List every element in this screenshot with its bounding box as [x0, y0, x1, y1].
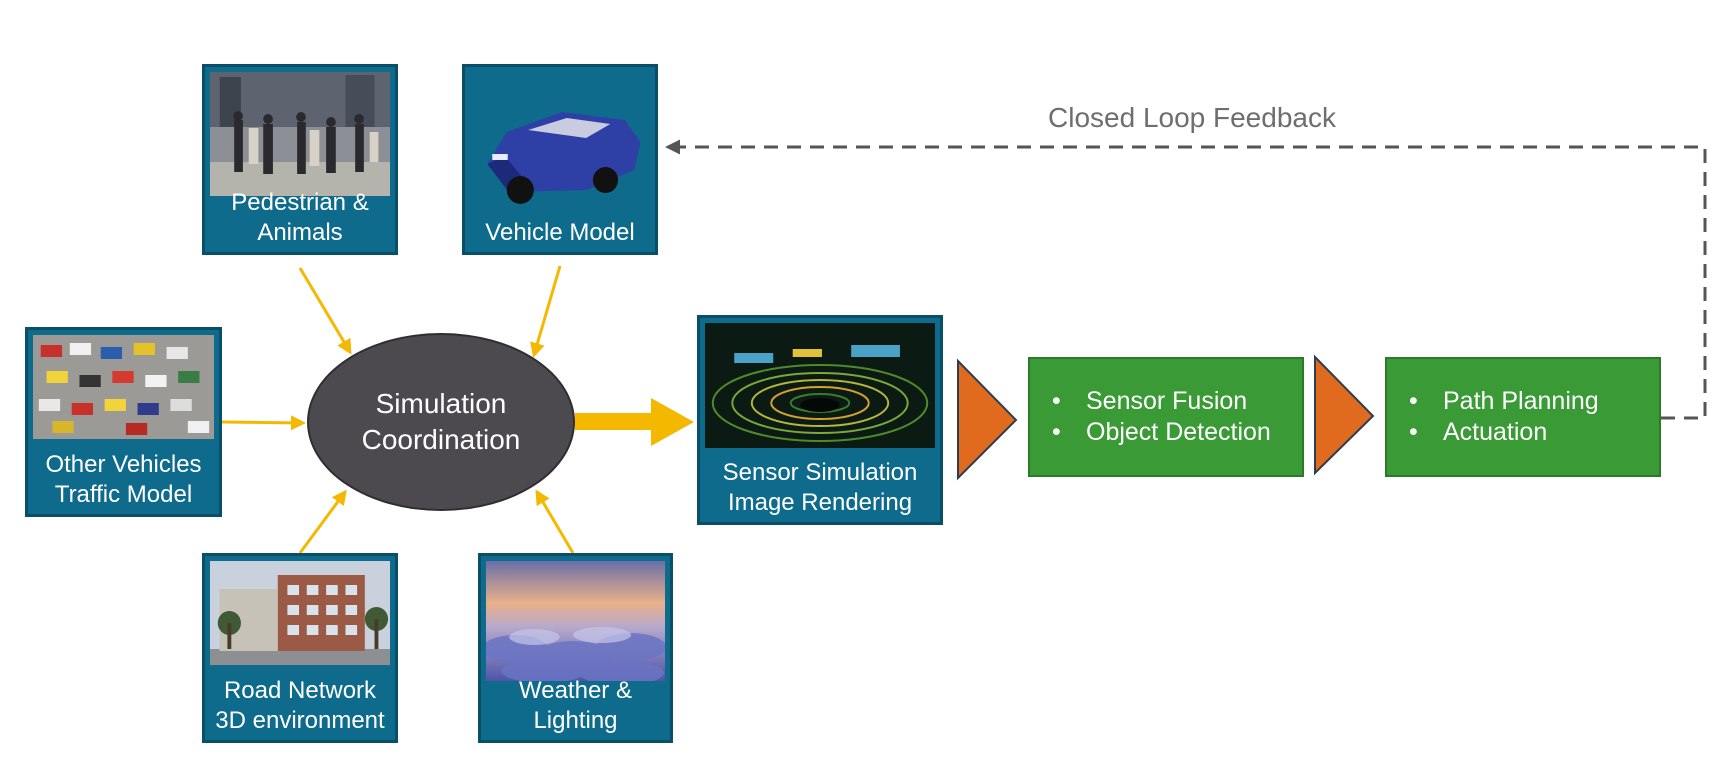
module-label: Road Network 3D environment	[215, 677, 385, 734]
module-sensor-simulation: Sensor Simulation Image Rendering	[697, 315, 943, 525]
module-label: Pedestrian & Animals	[231, 189, 369, 246]
building-street-icon	[210, 561, 390, 665]
arrow-road-to-hub	[298, 489, 347, 554]
module-weather-lighting: Weather & Lighting	[478, 553, 673, 743]
module-label: Weather & Lighting	[519, 677, 632, 734]
clouds-sky-icon	[486, 561, 665, 681]
module-pedestrian-animals: Pedestrian & Animals	[202, 64, 398, 255]
hub-label-line1: Simulation	[375, 388, 507, 419]
arrow-traffic-to-hub	[221, 415, 306, 431]
arrow-weather-to-hub	[535, 489, 575, 554]
arrow-pedestrian-to-hub	[298, 267, 352, 355]
chevron-fusion-to-planning	[1314, 354, 1375, 476]
module-road-network: Road Network 3D environment	[202, 553, 398, 743]
module-label: Other Vehicles Traffic Model	[45, 451, 202, 508]
pedestrians-photo-icon	[210, 72, 390, 196]
traffic-photo-icon	[33, 335, 214, 439]
feedback-dashed-path	[665, 139, 1707, 420]
module-label: Sensor Simulation Image Rendering	[722, 459, 918, 516]
stage-sensor-fusion: •Sensor Fusion •Object Detection	[1028, 357, 1304, 477]
stage-path-planning: •Path Planning •Actuation	[1385, 357, 1661, 477]
chevron-sensor-to-fusion	[957, 358, 1018, 481]
car-model-icon	[470, 72, 650, 212]
thick-arrow-hub-to-sensor	[575, 398, 694, 446]
arrow-vehicle-to-hub	[530, 265, 562, 358]
list-item: •Object Detection	[1052, 418, 1271, 446]
closed-loop-feedback-label: Closed Loop Feedback	[1048, 102, 1336, 133]
lidar-pointcloud-icon	[705, 323, 935, 448]
module-label: Vehicle Model	[485, 219, 635, 246]
list-item: •Sensor Fusion	[1052, 387, 1248, 415]
list-item: •Actuation	[1409, 418, 1548, 446]
module-vehicle-model: Vehicle Model	[462, 64, 658, 255]
list-item: •Path Planning	[1409, 387, 1599, 415]
simulation-coordination-hub: Simulation Coordination	[307, 333, 575, 511]
module-other-vehicles: Other Vehicles Traffic Model	[25, 327, 222, 517]
hub-label-line2: Coordination	[361, 424, 521, 455]
